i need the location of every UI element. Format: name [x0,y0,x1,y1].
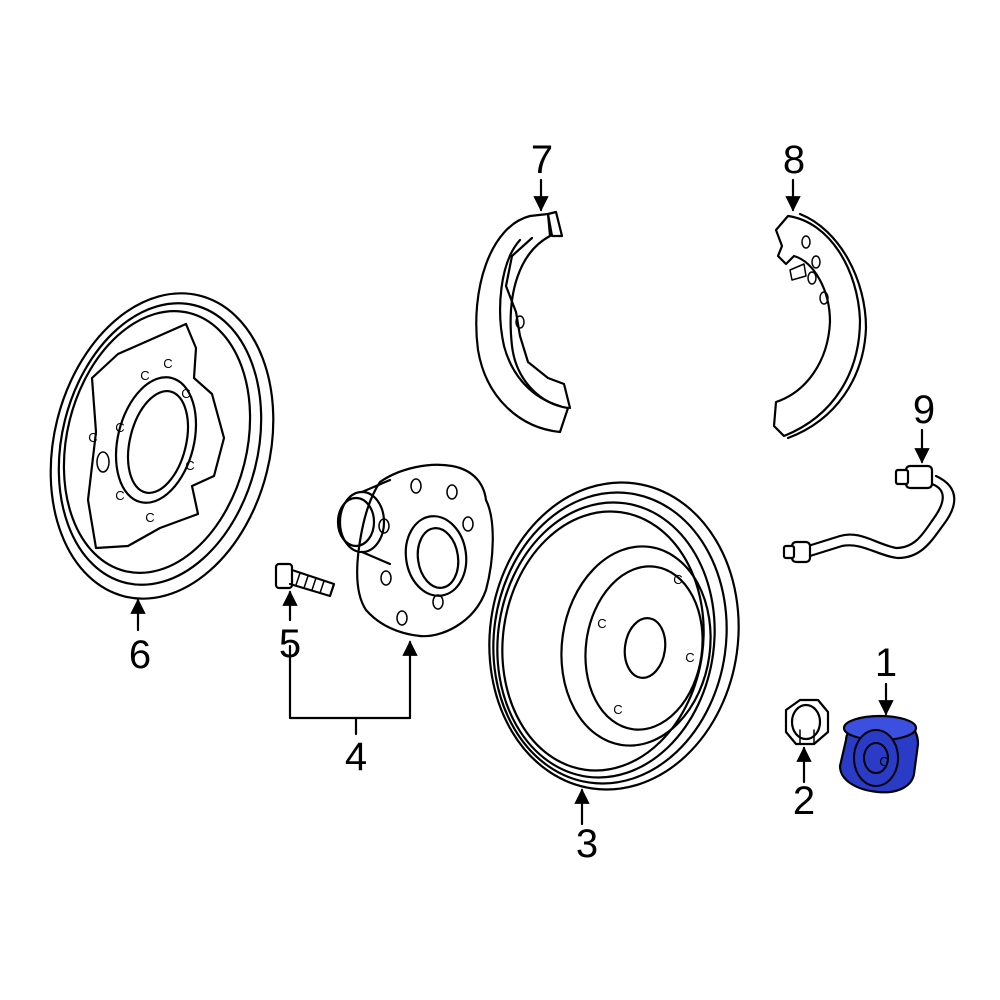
hub-nut-part-2[interactable] [784,698,830,746]
backing-plate-part-6[interactable]: C C C C C C C C [20,269,305,622]
svg-text:C: C [685,650,694,665]
callout-3: 3 [576,822,598,866]
callout-labels: 1 2 3 4 5 6 7 8 9 [129,138,935,866]
brake-shoe-part-7[interactable] [475,210,572,434]
svg-text:C: C [673,572,682,587]
callout-5: 5 [279,622,301,666]
svg-text:C: C [613,702,622,717]
svg-text:C: C [145,510,154,525]
svg-text:C: C [163,356,172,371]
leader-line-4 [288,640,418,720]
brake-drum-part-3[interactable]: C C C C [470,466,758,806]
callout-9: 9 [913,388,935,432]
hub-bearing-assembly-part-4[interactable] [336,463,494,638]
svg-text:C: C [181,386,190,401]
svg-text:C: C [597,616,606,631]
svg-text:C: C [115,488,124,503]
callout-2: 2 [793,779,815,823]
wheel-stud-part-5[interactable] [274,562,336,598]
leader-lines [130,178,930,826]
svg-text:C: C [879,754,888,769]
svg-text:C: C [88,430,97,445]
callout-6: 6 [129,633,151,677]
callout-1: 1 [875,641,897,685]
svg-text:C: C [185,458,194,473]
svg-text:C: C [115,420,124,435]
svg-text:C: C [140,368,149,383]
callout-8: 8 [783,138,805,182]
callout-7: 7 [531,138,553,182]
brake-line-part-9[interactable] [782,464,956,564]
callout-4: 4 [345,735,367,779]
brake-shoe-part-8[interactable] [772,212,868,440]
hub-cap-part-1[interactable]: C [838,714,920,794]
